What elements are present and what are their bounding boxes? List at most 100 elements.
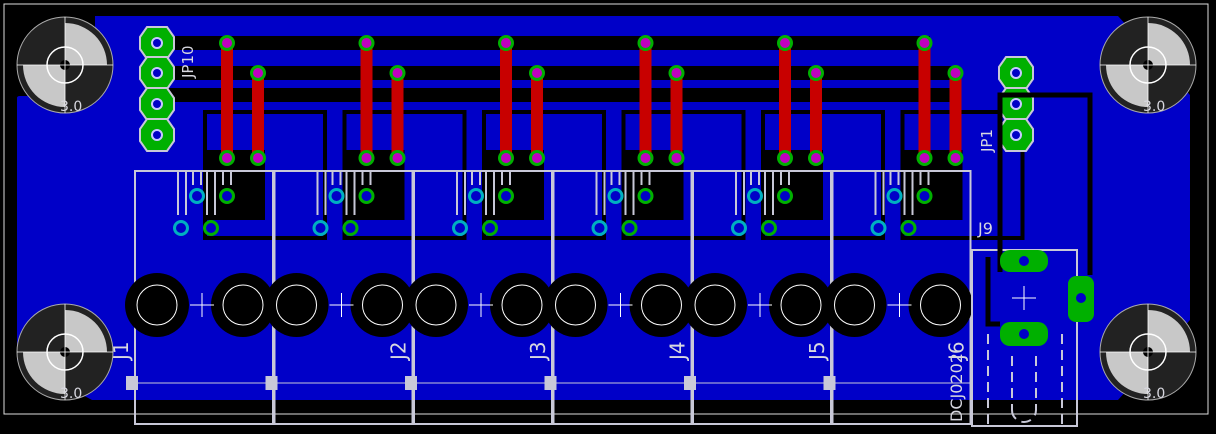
origin-cross <box>887 293 912 317</box>
jack-module-j6[interactable]: J6 <box>822 35 1025 425</box>
pad-hole-3 <box>206 223 216 233</box>
origin-cross <box>748 293 772 317</box>
jack-hole-1 <box>641 284 682 326</box>
pad-hole-2 <box>176 223 186 233</box>
j9-trace <box>985 92 1093 327</box>
origin-cross <box>190 293 214 317</box>
header-pin-hole-2 <box>1010 98 1022 110</box>
jack-hole-0 <box>136 284 178 326</box>
header-pin-hole-3 <box>151 98 163 110</box>
origin-cross <box>329 293 354 317</box>
jack-module-j5[interactable]: J5 <box>683 35 885 425</box>
via-1 <box>811 68 821 78</box>
via-2 <box>780 153 790 163</box>
header-pin-hole-3 <box>1010 129 1022 141</box>
pad-hole-1 <box>919 191 930 201</box>
j9-label: J9 <box>977 219 993 238</box>
jack-pin-silk <box>595 171 651 215</box>
silk-pad <box>405 376 417 390</box>
via-3 <box>392 153 403 163</box>
hole-label: 3.0 <box>60 99 82 115</box>
j9-origin-cross <box>1012 286 1036 310</box>
hole-label: 3.0 <box>1143 99 1165 115</box>
hole-label: 3.0 <box>1143 386 1165 402</box>
via-0 <box>640 38 651 48</box>
hole-label: 3.0 <box>60 386 82 402</box>
j9-pad-2-hole <box>1019 329 1029 339</box>
header-jp1[interactable] <box>998 56 1034 152</box>
top-trace-2 <box>252 73 264 158</box>
jack-hole-clear-0 <box>543 273 608 337</box>
origin-cross <box>608 293 633 317</box>
jack-hole-clear-0 <box>822 273 887 337</box>
via-0 <box>361 38 372 48</box>
pad-hole-3 <box>485 223 495 233</box>
pad-hole-0 <box>471 191 481 201</box>
via-2 <box>501 153 511 163</box>
via-1 <box>671 68 682 78</box>
module-label: J4 <box>666 341 690 362</box>
jack-hole-1 <box>222 284 264 326</box>
via-2 <box>640 153 651 163</box>
top-trace-1 <box>779 43 791 158</box>
jack-hole-clear-1 <box>769 273 833 337</box>
silk-pad <box>126 376 138 390</box>
jack-hole-clear-0 <box>264 273 329 337</box>
pad-hole-1 <box>501 191 511 201</box>
jack-hole-clear-0 <box>125 273 189 337</box>
j9-pad-3-hole <box>1076 293 1086 303</box>
jack-hole-1 <box>920 284 961 326</box>
traces-layer <box>150 36 960 102</box>
j9-pad-1-hole <box>1019 256 1029 266</box>
top-trace-2 <box>531 73 543 158</box>
jack-hole-clear-1 <box>908 273 973 337</box>
pad-hole-0 <box>889 191 900 201</box>
jack-hole-clear-1 <box>490 273 554 337</box>
jack-hole-clear-1 <box>350 273 415 337</box>
via-3 <box>671 153 682 163</box>
jack-module-j1[interactable]: J1 <box>109 35 327 425</box>
via-0 <box>919 38 930 48</box>
top-trace-2 <box>810 73 822 158</box>
silk-pad <box>684 376 696 390</box>
pad-hole-3 <box>345 223 356 233</box>
jack-hole-1 <box>501 284 543 326</box>
top-trace-1 <box>360 43 373 158</box>
origin-cross <box>469 293 493 317</box>
pad-hole-2 <box>315 223 326 233</box>
pad-hole-0 <box>610 191 621 201</box>
via-2 <box>919 153 930 163</box>
pad-hole-3 <box>903 223 914 233</box>
via-2 <box>222 153 232 163</box>
jack-module-j2[interactable]: J2 <box>264 35 467 425</box>
jack-module-j4[interactable]: J4 <box>543 35 746 425</box>
mounting-hole-4: 3.0 <box>1099 303 1197 402</box>
jack-pin-silk <box>456 171 511 215</box>
top-trace-2 <box>670 73 683 158</box>
pad-hole-2 <box>594 223 605 233</box>
mounting-hole-3: 3.0 <box>16 303 114 402</box>
hole-cross <box>17 17 113 113</box>
via-3 <box>950 153 961 163</box>
header-jp10[interactable] <box>139 26 175 152</box>
jack-hole-clear-0 <box>683 273 747 337</box>
top-trace-2 <box>391 73 404 158</box>
power-jack-j9[interactable]: J9 DCJ0202 <box>947 92 1094 427</box>
pad-hole-2 <box>734 223 744 233</box>
jack-module-j3[interactable]: J3 <box>404 35 606 425</box>
header-pin-hole-1 <box>151 37 163 49</box>
pad-hole-1 <box>780 191 790 201</box>
mounting-hole-1: 3.0 <box>16 16 114 115</box>
pad-hole-2 <box>455 223 465 233</box>
pad-hole-1 <box>222 191 232 201</box>
jack-hole-0 <box>415 284 457 326</box>
jack-hole-1 <box>780 284 822 326</box>
pad-hole-0 <box>750 191 760 201</box>
via-0 <box>780 38 790 48</box>
jack-pin-silk <box>735 171 790 215</box>
via-0 <box>501 38 511 48</box>
module-label: J5 <box>805 341 829 362</box>
module-label: J6 <box>945 341 969 362</box>
pad-hole-1 <box>640 191 651 201</box>
